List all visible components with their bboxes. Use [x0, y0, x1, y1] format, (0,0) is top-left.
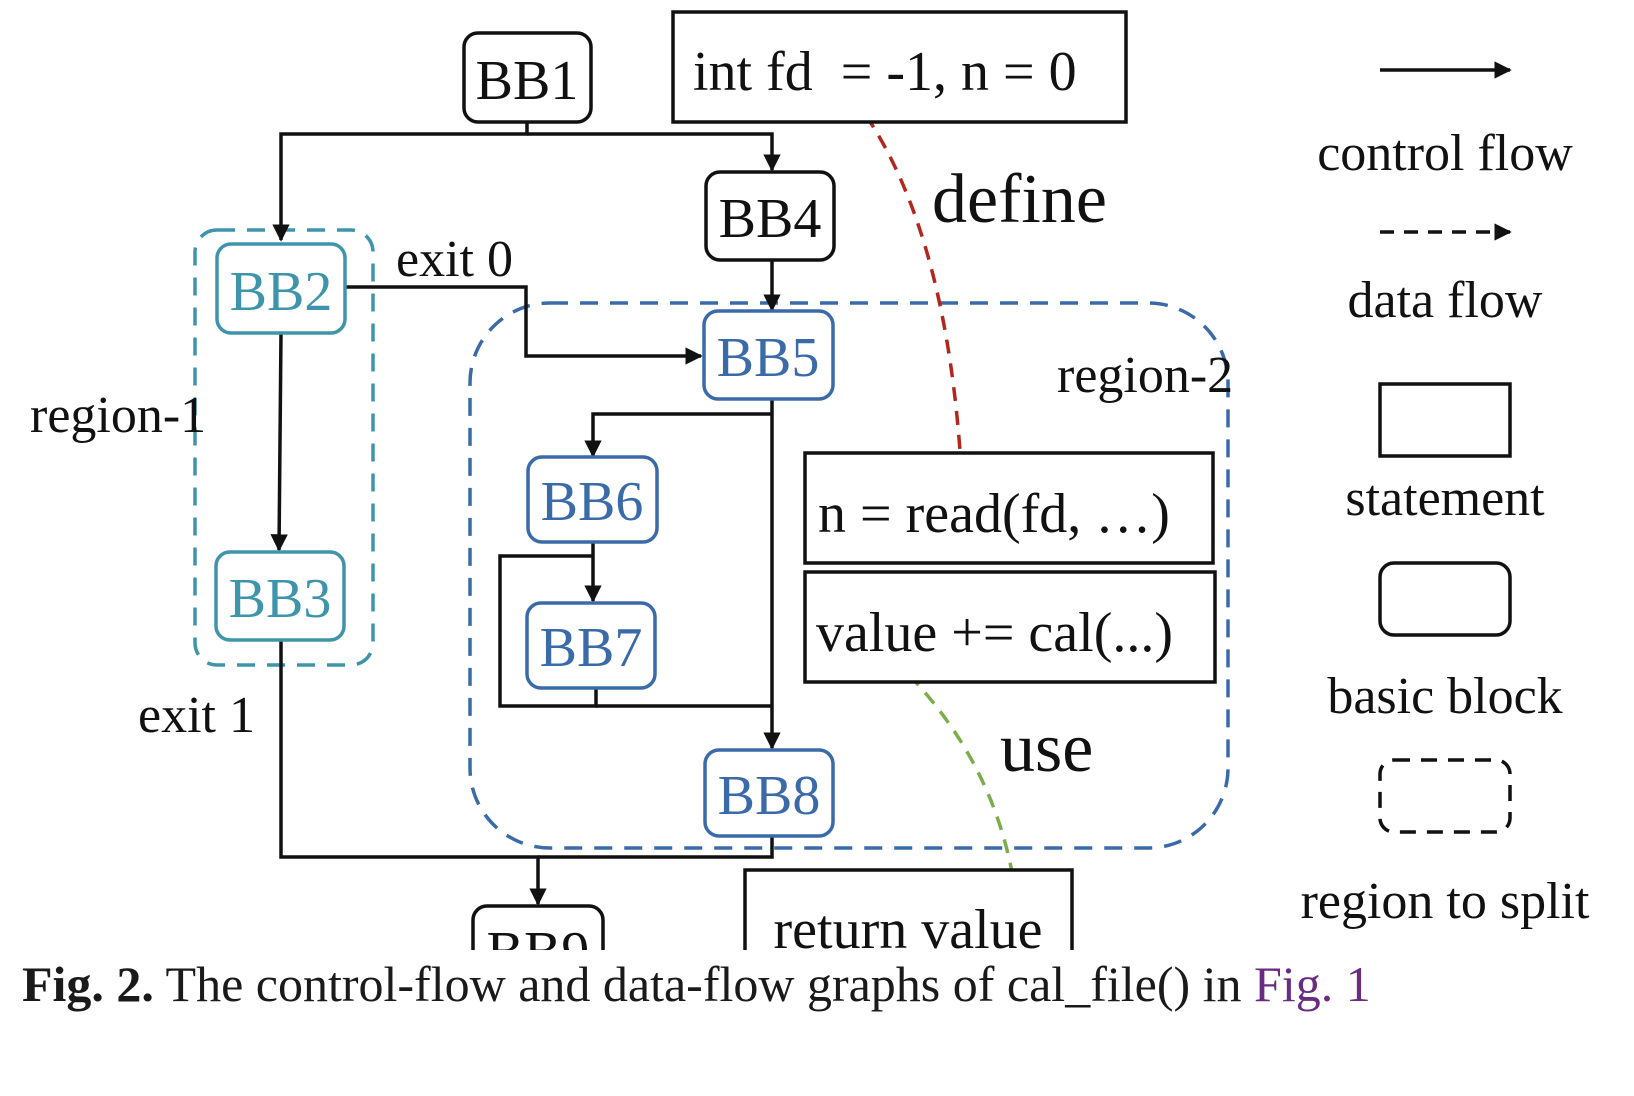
statement-return: return value [743, 868, 1074, 950]
edge-bb3-bb9-exit1 [279, 640, 547, 906]
svg-text:BB6: BB6 [541, 471, 644, 533]
edge-bb1-bb2 [272, 122, 529, 242]
svg-text:BB1: BB1 [476, 50, 579, 112]
basic-block-bb6: BB6 [526, 455, 659, 544]
legend-region-symbol [1378, 758, 1512, 834]
basic-block-bb9: BB9 [471, 904, 605, 950]
edge-bb8-bb9 [538, 836, 774, 859]
region-2-outline [468, 301, 1230, 850]
legend-statement-label: statement [1345, 470, 1545, 527]
svg-text:BB7: BB7 [540, 617, 643, 679]
control-flow-edges [270, 122, 781, 906]
figure-caption: Fig. 2. The control-flow and data-flow g… [22, 955, 1371, 1013]
statement-return-text: return value [774, 899, 1043, 950]
basic-block-bb8: BB8 [703, 748, 835, 838]
basic-block-bb4: BB4 [704, 170, 836, 262]
svg-text:BB3: BB3 [229, 568, 332, 630]
statement-init-text: int fd = -1, n = 0 [693, 41, 1077, 103]
svg-text:BB9: BB9 [487, 921, 590, 950]
edge-bb7-loop [498, 554, 598, 708]
caption-figure-link[interactable]: Fig. 1 [1254, 956, 1371, 1012]
statement-value-text: value += cal(...) [816, 602, 1173, 664]
svg-text:BB4: BB4 [719, 188, 822, 250]
basic-block-bb5: BB5 [702, 309, 835, 401]
basic-block-bb2: BB2 [215, 242, 347, 335]
basic-block-bb3: BB3 [214, 550, 346, 642]
statement-value: value += cal(...) [803, 570, 1217, 684]
label-exit-1: exit 1 [138, 687, 255, 744]
edge-bb1-bb4 [527, 132, 781, 172]
edge-bb2-bb5-exit0 [346, 285, 703, 365]
label-region-1: region-1 [30, 387, 206, 444]
edge-bb5-bb6 [584, 412, 772, 458]
legend: control flow data flow statement basic b… [1301, 61, 1590, 930]
label-define: define [932, 161, 1107, 238]
data-flow-define-arrow [850, 94, 970, 484]
caption-text: The control-flow and data-flow graphs of… [153, 956, 1255, 1012]
label-use: use [1000, 710, 1093, 787]
label-exit-0: exit 0 [396, 231, 513, 288]
svg-text:BB8: BB8 [718, 765, 821, 827]
legend-region-label: region to split [1301, 873, 1590, 930]
basic-block-bb7: BB7 [525, 601, 657, 690]
statement-read: n = read(fd, …) [803, 451, 1215, 565]
legend-data-flow-label: data flow [1348, 272, 1543, 329]
legend-basic-block-label: basic block [1327, 668, 1562, 725]
caption-figure-label: Fig. 2. [22, 956, 154, 1012]
legend-control-flow-label: control flow [1317, 125, 1573, 182]
svg-text:BB5: BB5 [717, 327, 820, 389]
statement-read-text: n = read(fd, …) [818, 483, 1170, 545]
svg-text:BB2: BB2 [230, 261, 333, 323]
cfg-dfg-diagram: int fd = -1, n = 0 n = read(fd, …) value… [30, 10, 1590, 950]
statement-init: int fd = -1, n = 0 [671, 10, 1128, 124]
data-flow-use-arrow [890, 656, 1024, 906]
basic-block-bb1: BB1 [462, 31, 593, 124]
legend-statement-symbol [1378, 382, 1512, 458]
legend-basic-block-symbol [1378, 561, 1512, 637]
label-region-2: region-2 [1057, 347, 1233, 404]
edge-bb2-bb3 [270, 332, 288, 552]
